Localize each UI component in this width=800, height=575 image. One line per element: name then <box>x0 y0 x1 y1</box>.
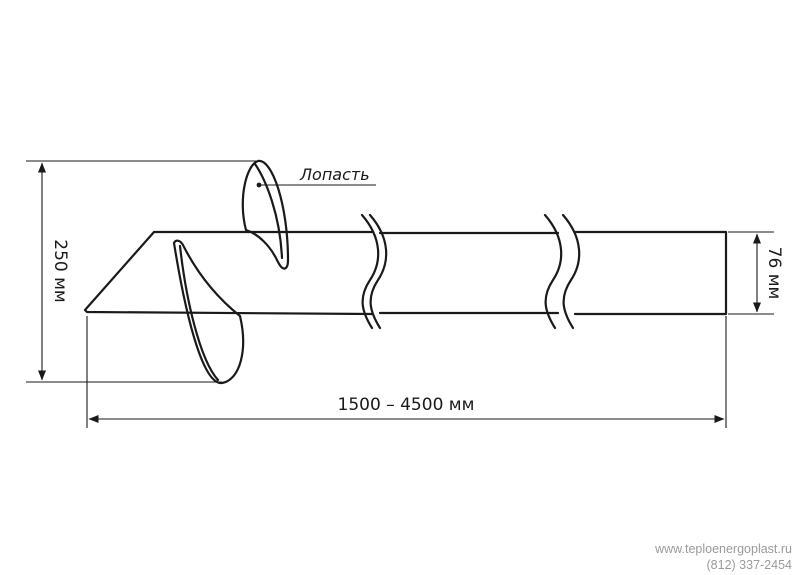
break-line-1a <box>360 213 380 330</box>
blade-lower <box>172 239 245 385</box>
pile-shaft-middle <box>378 231 560 315</box>
blade-leader-dot <box>256 182 262 188</box>
break-line-1b <box>368 213 388 330</box>
blade-label: Лопасть <box>299 165 370 184</box>
website-footer[interactable]: www.teploenergoplast.ru <box>655 542 792 556</box>
length-label: 1500 – 4500 мм <box>338 395 475 415</box>
pile-shaft-right <box>573 230 728 316</box>
pile-tip-and-shaft-left <box>83 230 374 316</box>
blade-upper-edge <box>253 162 284 260</box>
blade-upper <box>241 159 290 270</box>
blade-diameter-label: 250 мм <box>50 239 70 303</box>
break-line-2b <box>561 213 581 330</box>
phone-footer: (812) 337-2454 <box>706 558 792 572</box>
pipe-diameter-label: 76 мм <box>764 247 784 300</box>
blade-lower-edge <box>178 244 220 382</box>
break-line-2a <box>543 213 563 330</box>
